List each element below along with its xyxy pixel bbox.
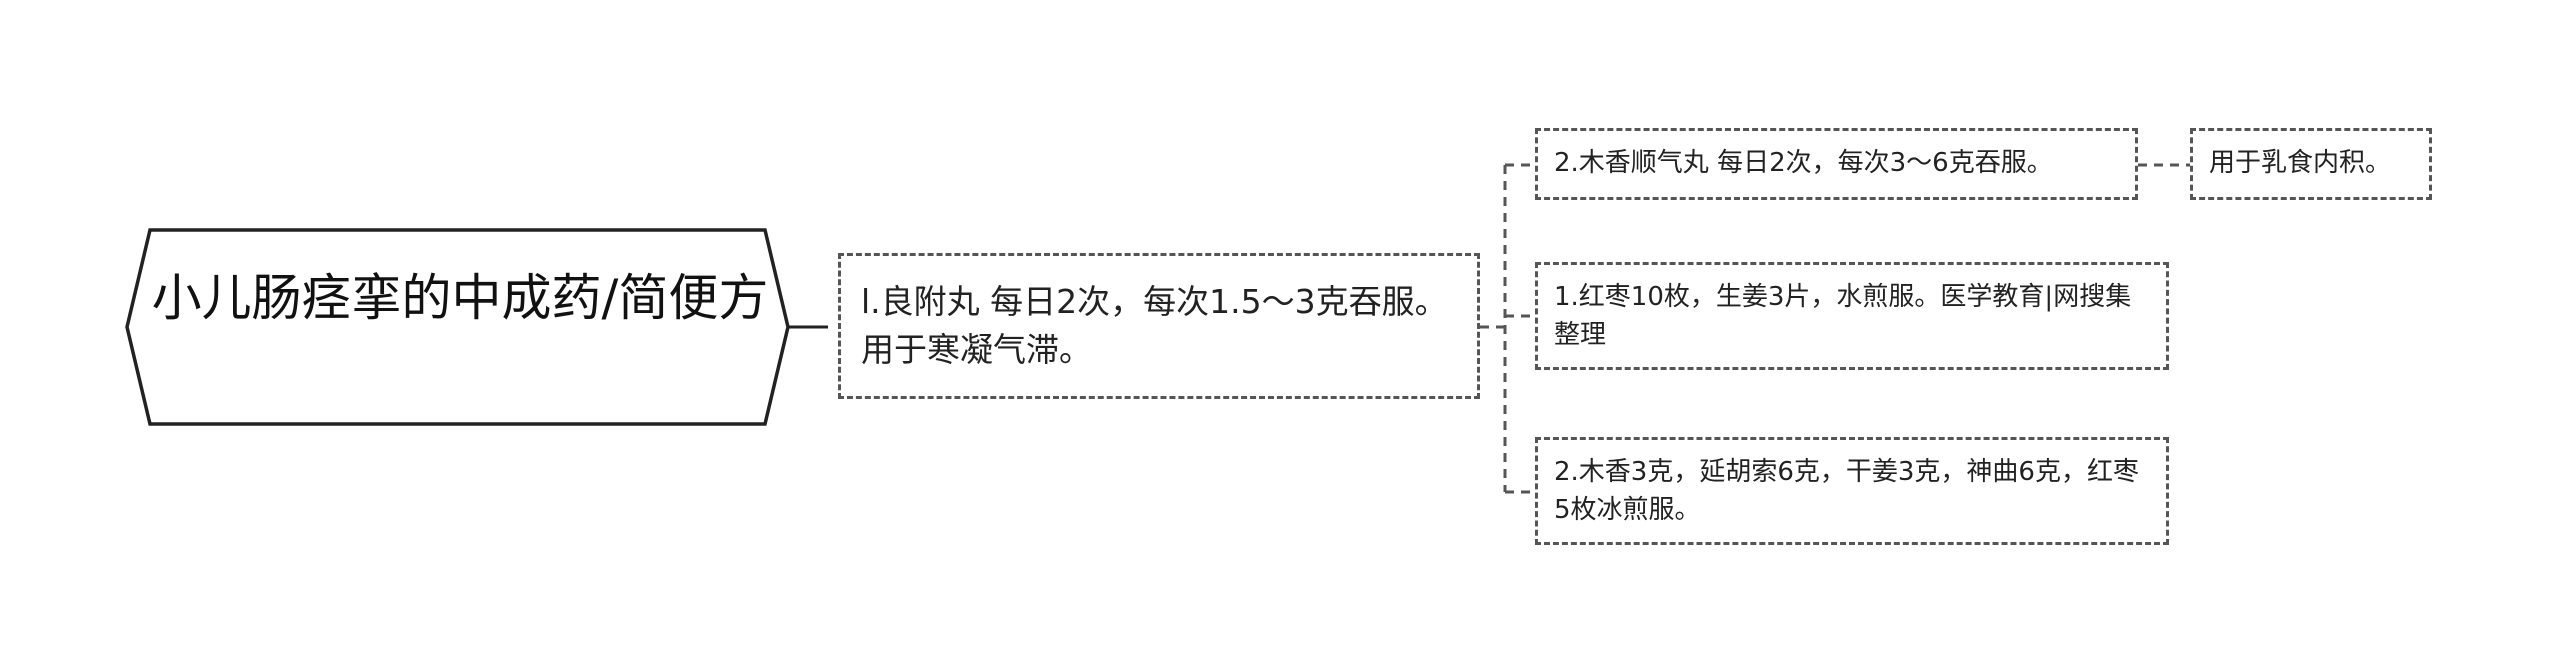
- level2-node-3[interactable]: 2.木香3克，延胡索6克，干姜3克，神曲6克，红枣5枚冰煎服。: [1535, 437, 2169, 545]
- level3-node-label: 用于乳食内积。: [2209, 148, 2392, 178]
- level2-node-1-label: 2.木香顺气丸 每日2次，每次3～6克吞服。: [1554, 148, 2053, 178]
- connector-level1-trunk: [1480, 165, 1507, 492]
- level2-node-1[interactable]: 2.木香顺气丸 每日2次，每次3～6克吞服。: [1535, 128, 2138, 200]
- level2-node-3-label: 2.木香3克，延胡索6克，干姜3克，神曲6克，红枣5枚冰煎服。: [1554, 457, 2139, 525]
- level2-node-2-label: 1.红枣10枚，生姜3片，水煎服。医学教育|网搜集整理: [1554, 282, 2132, 350]
- level3-node[interactable]: 用于乳食内积。: [2190, 128, 2432, 200]
- root-node-shape[interactable]: [125, 228, 790, 426]
- level1-node-label: l.良附丸 每日2次，每次1.5～3克吞服。用于寒凝气滞。: [861, 282, 1448, 369]
- level2-node-2[interactable]: 1.红枣10枚，生姜3片，水煎服。医学教育|网搜集整理: [1535, 262, 2169, 370]
- level1-node[interactable]: l.良附丸 每日2次，每次1.5～3克吞服。用于寒凝气滞。: [838, 253, 1480, 399]
- root-node-label: 小儿肠痉挛的中成药/简便方: [151, 269, 769, 327]
